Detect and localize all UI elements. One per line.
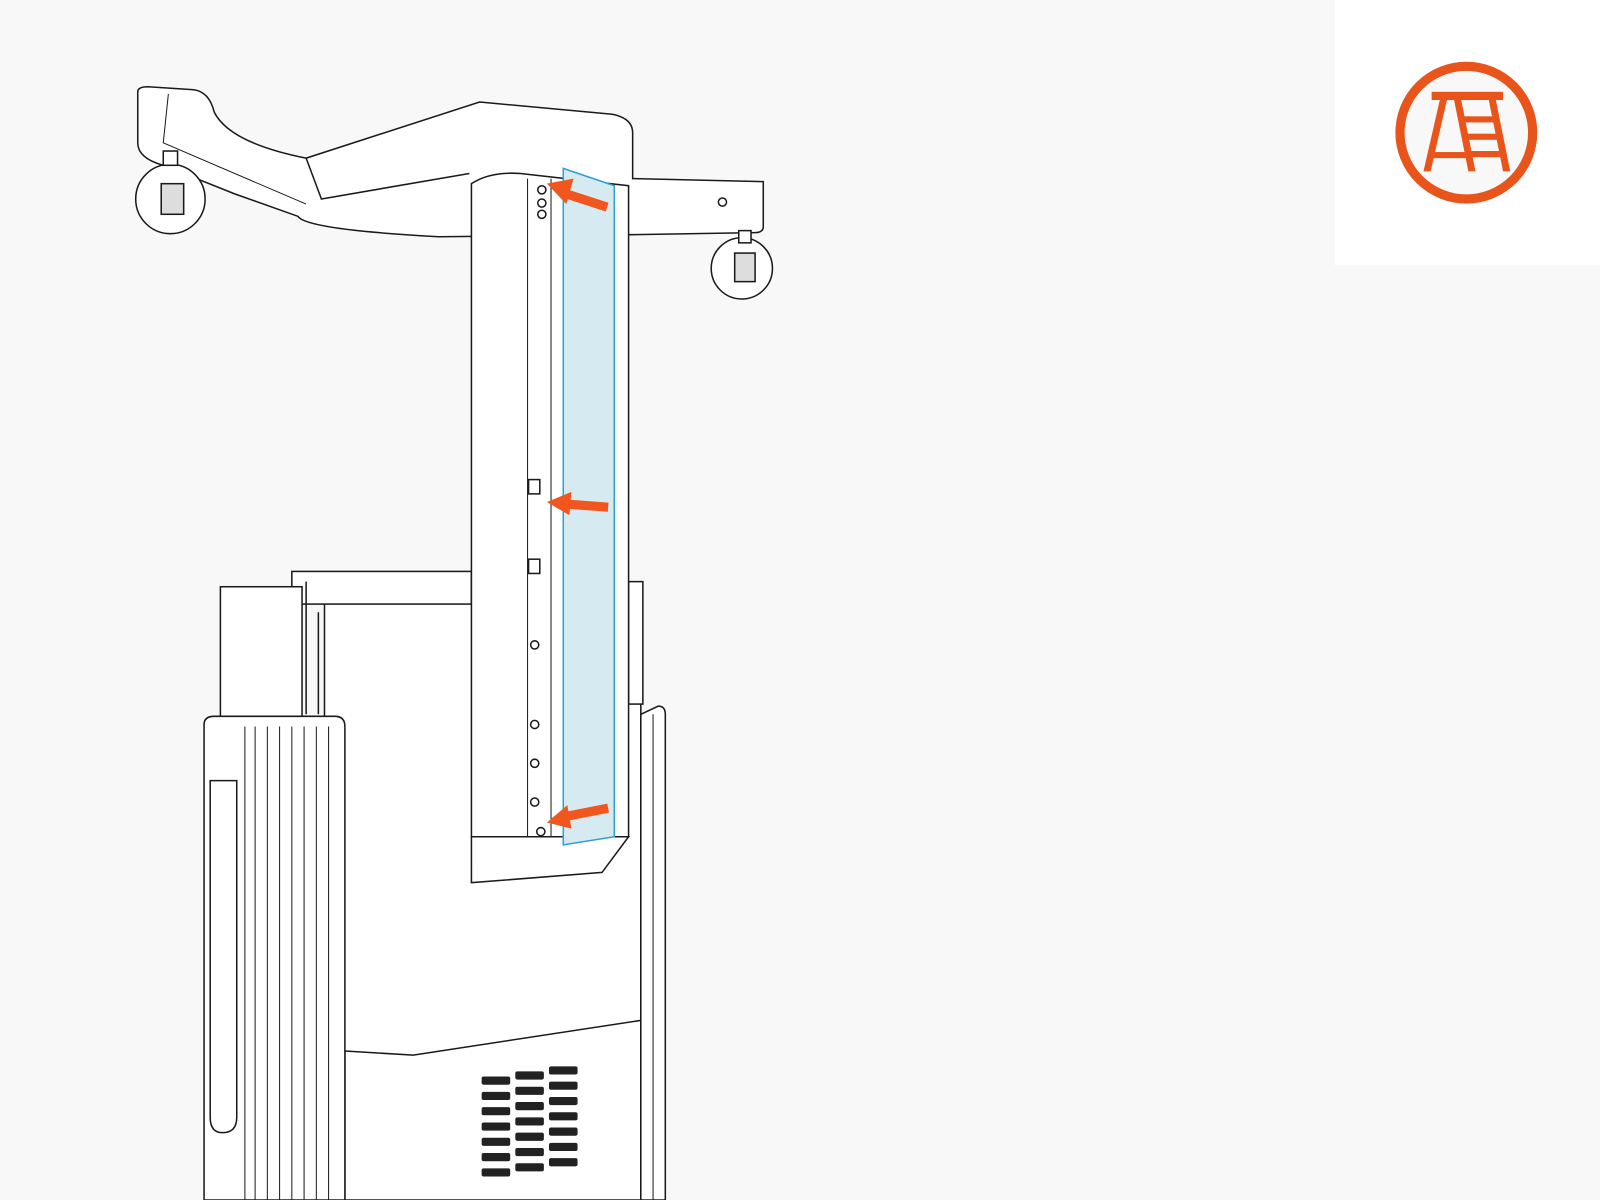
vent-grille	[481, 1066, 578, 1177]
arrow-left-icon	[546, 491, 609, 516]
caster-left	[134, 150, 206, 235]
caster-right	[710, 229, 774, 300]
left-column	[203, 715, 346, 1200]
arrow-left-icon	[546, 803, 610, 829]
arrow-left-icon	[546, 178, 609, 212]
right-column	[627, 580, 667, 1200]
step-ladder-icon	[1395, 61, 1538, 204]
